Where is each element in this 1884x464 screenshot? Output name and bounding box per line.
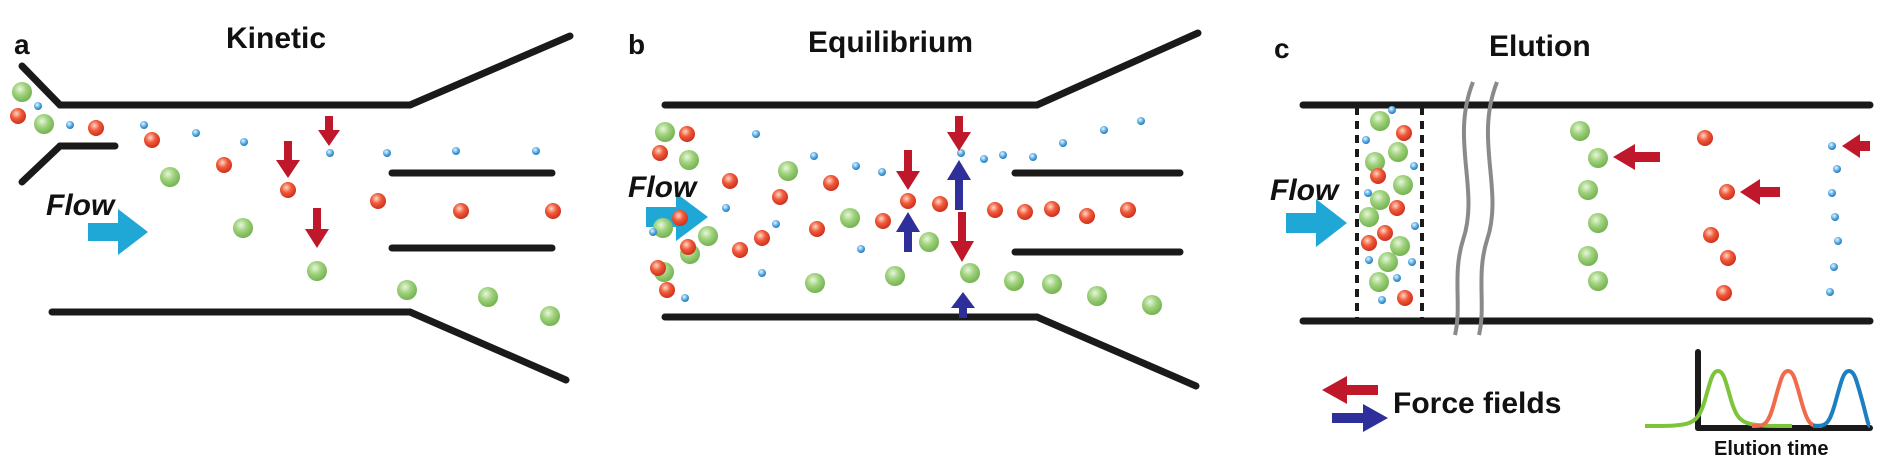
panel-b-red-force-arrows (896, 116, 974, 262)
legend-force-fields-label: Force fields (1393, 387, 1561, 420)
panel-a-flow-label: Flow (46, 189, 116, 222)
panel-c-title: Elution (1489, 30, 1591, 63)
panel-b-letter: b (628, 29, 645, 60)
panel-c-eluted-green-particles (1570, 121, 1608, 291)
panel-c: c Elution Flow (1270, 30, 1874, 460)
panel-b-flow-label: Flow (628, 171, 698, 204)
elution-time-axis-label: Elution time (1714, 438, 1828, 460)
panel-a-green-particles (12, 82, 560, 326)
panel-c-force-arrows (1613, 134, 1870, 205)
panel-b-channel-walls (661, 29, 1202, 390)
panel-c-letter: c (1274, 33, 1290, 64)
panel-b: b Equilibrium Flow (628, 26, 1202, 390)
panel-a-channel-walls (18, 32, 574, 384)
peak-blue (1812, 368, 1872, 428)
legend-red-arrow (1322, 376, 1378, 404)
panel-c-eluted-blue-particles (1826, 142, 1842, 296)
peak-orange (1751, 368, 1823, 428)
panel-c-column-break (1453, 81, 1499, 336)
panel-a-force-arrows (276, 116, 340, 248)
panel-c-sample-zone (1355, 107, 1424, 319)
legend-blue-arrow (1332, 404, 1388, 432)
panel-a-letter: a (14, 29, 30, 60)
panel-b-red-particles (650, 126, 1136, 298)
panel-a-red-particles (10, 108, 561, 219)
panel-a-blue-particles (34, 102, 540, 157)
panel-a: a Kinetic Flow (10, 22, 574, 384)
panel-c-zone-blue-particles (1362, 106, 1419, 304)
panel-c-zone-green-particles (1359, 111, 1413, 292)
panel-c-flow-arrow (1286, 199, 1347, 247)
peak-green (1644, 368, 1793, 428)
panel-c-flow-label: Flow (1270, 174, 1340, 207)
panel-b-blue-force-arrows (896, 160, 975, 318)
panel-a-flow-arrow (88, 209, 148, 255)
panel-b-blue-particles (649, 117, 1145, 302)
elution-inset: Elution time (1644, 349, 1873, 460)
panel-c-zone-red-particles (1361, 125, 1413, 306)
panel-c-eluted-red-particles (1697, 130, 1736, 301)
panel-b-title: Equilibrium (808, 26, 973, 59)
panel-c-channel-walls (1299, 101, 1874, 325)
legend: Force fields (1322, 376, 1561, 432)
panel-a-title: Kinetic (226, 22, 326, 55)
